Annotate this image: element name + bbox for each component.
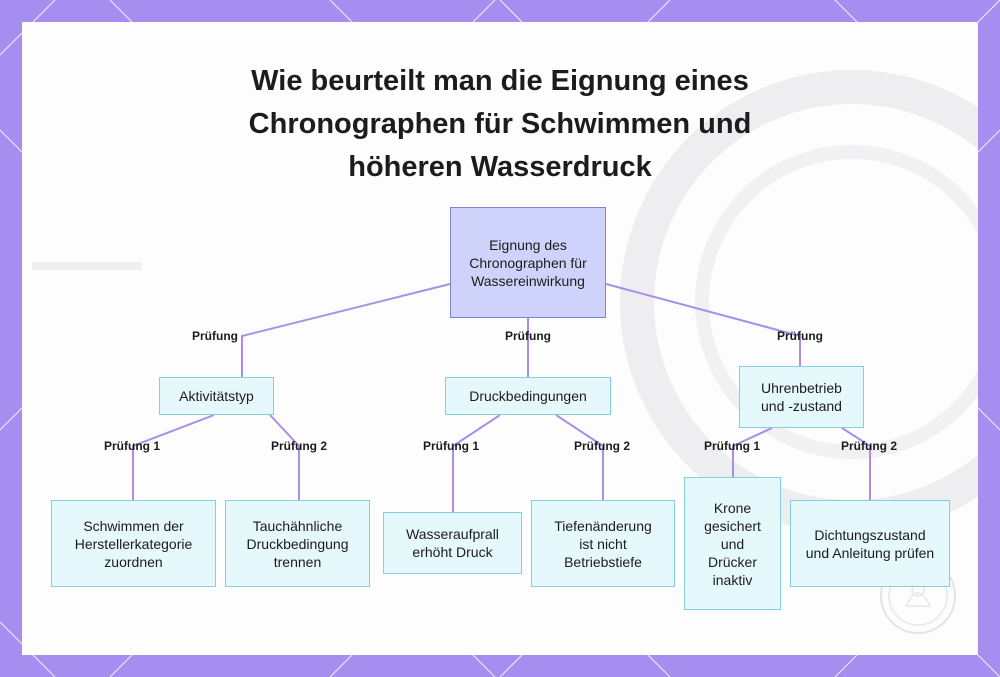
node-tiefenaenderung[interactable]: Tiefenänderung ist nicht Betriebstiefe bbox=[531, 500, 675, 587]
edge-label-aktivitaet: Prüfung bbox=[192, 329, 238, 343]
node-schwimmen-kategorie[interactable]: Schwimmen der Herstellerkategorie zuordn… bbox=[51, 500, 216, 587]
node-tiefenaenderung-label: Tiefenänderung ist nicht Betriebstiefe bbox=[554, 517, 652, 570]
connector-root-uhrenbetrieb bbox=[605, 283, 801, 366]
node-aktivitaetstyp[interactable]: Aktivitätstyp bbox=[159, 377, 274, 415]
node-druckbedingungen-label: Druckbedingungen bbox=[469, 388, 587, 404]
title-line-1: Wie beurteilt man die Eignung eines bbox=[251, 65, 749, 97]
node-wasseraufprall-label: Wasseraufprall erhöht Druck bbox=[406, 526, 499, 560]
node-krone-druecker-label: Krone gesichert und Drücker inaktiv bbox=[704, 499, 761, 588]
node-wasseraufprall[interactable]: Wasseraufprall erhöht Druck bbox=[383, 512, 522, 574]
node-druckbedingungen[interactable]: Druckbedingungen bbox=[445, 377, 611, 415]
connector-druck-1 bbox=[452, 414, 501, 512]
node-aktivitaetstyp-label: Aktivitätstyp bbox=[179, 388, 254, 404]
node-tauchaehnlich-label: Tauchähnliche Druckbedingung trennen bbox=[246, 517, 349, 570]
connector-druck-2 bbox=[555, 414, 604, 500]
node-dichtungszustand-label: Dichtungszustand und Anleitung prüfen bbox=[805, 526, 935, 561]
page-title: Wie beurteilt man die Eignung eines Chro… bbox=[0, 60, 1000, 189]
node-uhrenbetrieb[interactable]: Uhrenbetrieb und -zustand bbox=[739, 366, 864, 428]
root-node-label: Eignung des Chronographen für Wassereinw… bbox=[469, 236, 587, 289]
node-schwimmen-kategorie-label: Schwimmen der Herstellerkategorie zuordn… bbox=[74, 517, 193, 570]
edge-label-uhrenbetrieb: Prüfung bbox=[777, 329, 823, 343]
edge-label-druck-2: Prüfung 2 bbox=[574, 439, 630, 453]
root-node[interactable]: Eignung des Chronographen für Wassereinw… bbox=[450, 207, 606, 318]
edge-label-druck-1: Prüfung 1 bbox=[423, 439, 479, 453]
connector-uhren-1 bbox=[732, 427, 773, 477]
node-krone-druecker[interactable]: Krone gesichert und Drücker inaktiv bbox=[684, 477, 781, 610]
edge-label-aktivitaet-2: Prüfung 2 bbox=[271, 439, 327, 453]
node-uhrenbetrieb-label: Uhrenbetrieb und -zustand bbox=[761, 380, 842, 414]
node-tauchaehnlich[interactable]: Tauchähnliche Druckbedingung trennen bbox=[225, 500, 370, 587]
node-dichtungszustand[interactable]: Dichtungszustand und Anleitung prüfen bbox=[790, 500, 950, 587]
edge-label-uhren-1: Prüfung 1 bbox=[704, 439, 760, 453]
edge-label-druck: Prüfung bbox=[505, 329, 551, 343]
connector-root-aktivitaet bbox=[241, 283, 451, 377]
connector-aktivitaet-2 bbox=[269, 414, 300, 500]
title-line-3: höheren Wasserdruck bbox=[348, 151, 652, 183]
connector-aktivitaet-1 bbox=[132, 414, 215, 500]
edge-label-aktivitaet-1: Prüfung 1 bbox=[104, 439, 160, 453]
title-line-2: Chronographen für Schwimmen und bbox=[248, 108, 752, 140]
connector-uhren-2 bbox=[841, 427, 871, 500]
edge-label-uhren-2: Prüfung 2 bbox=[841, 439, 897, 453]
